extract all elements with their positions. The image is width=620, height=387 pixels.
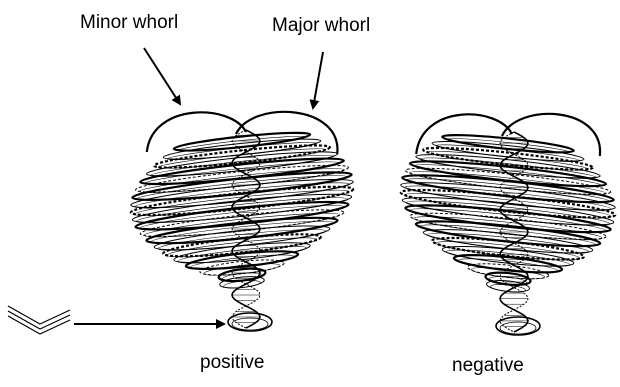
- positive-supercoil-figure: [130, 112, 354, 331]
- positive-label: positive: [200, 353, 264, 372]
- negative-supercoil-figure: [400, 114, 616, 335]
- bottom-loop-inner: [500, 322, 536, 334]
- minor-whorl-arrow: [144, 48, 180, 104]
- bottom-loop: [496, 317, 540, 335]
- major-whorl-arrow: [313, 52, 323, 108]
- coil-turn-inner: [177, 243, 306, 266]
- bent-dna-icon: [8, 306, 70, 334]
- bottom-loop-inner: [232, 318, 268, 330]
- coil-turn: [431, 138, 584, 165]
- minor-whorl-label: Minor whorl: [80, 13, 178, 32]
- major-whorl-label: Major whorl: [272, 16, 370, 35]
- bottom-loop: [228, 313, 272, 331]
- negative-label: negative: [452, 356, 524, 375]
